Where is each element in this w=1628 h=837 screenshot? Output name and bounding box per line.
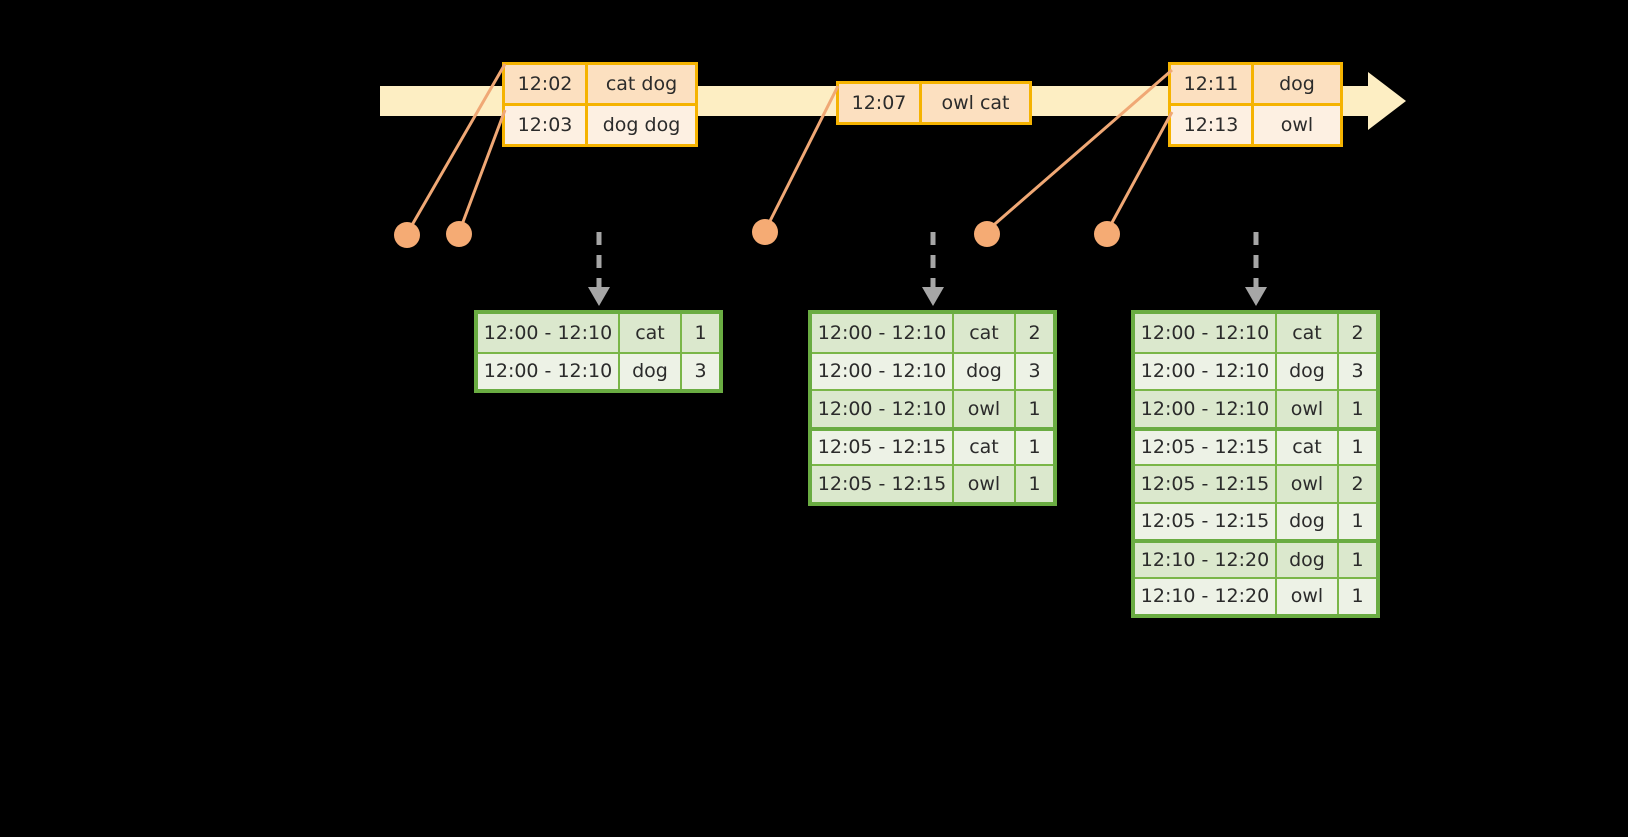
cell-window: 12:00 - 12:10 — [1135, 353, 1277, 389]
cell-window: 12:05 - 12:15 — [1135, 466, 1277, 502]
cell-count: 1 — [1016, 430, 1053, 464]
cell-window: 12:05 - 12:15 — [1135, 430, 1277, 464]
cell-window: 12:05 - 12:15 — [812, 466, 954, 502]
connector-line-2 — [458, 109, 507, 231]
cell-key: owl — [954, 391, 1016, 427]
connector-group — [394, 63, 1174, 248]
cell-window: 12:10 - 12:20 — [1135, 578, 1277, 614]
cell-window: 12:00 - 12:10 — [1135, 391, 1277, 427]
cell-key: dog — [1277, 543, 1339, 577]
cell-key: dog — [954, 353, 1016, 389]
event-row: 12:07 owl cat — [839, 84, 1029, 122]
cell-key: dog — [1277, 353, 1339, 389]
cell-key: owl — [954, 466, 1016, 502]
cell-count: 1 — [1339, 430, 1376, 464]
cell-count: 2 — [1339, 314, 1376, 352]
cell-window: 12:05 - 12:15 — [1135, 503, 1277, 539]
event-box-3: 12:11 dog 12:13 owl — [1168, 62, 1343, 147]
event-value: owl cat — [922, 84, 1029, 122]
cell-count: 3 — [1339, 353, 1376, 389]
connector-dot-2 — [446, 221, 472, 247]
event-row: 12:03 dog dog — [505, 103, 695, 144]
event-value: owl — [1254, 106, 1340, 144]
event-box-1: 12:02 cat dog 12:03 dog dog — [502, 62, 698, 147]
event-time: 12:13 — [1171, 106, 1254, 144]
connector-line-5 — [1106, 111, 1174, 231]
connector-dot-5 — [1094, 221, 1120, 247]
cell-count: 3 — [682, 353, 719, 389]
cell-key: dog — [1277, 503, 1339, 539]
event-row: 12:13 owl — [1171, 103, 1340, 144]
event-value: cat dog — [588, 65, 695, 103]
cell-window: 12:05 - 12:15 — [812, 430, 954, 464]
cell-key: cat — [620, 314, 682, 352]
connector-dot-3 — [752, 219, 778, 245]
cell-window: 12:00 - 12:10 — [478, 314, 620, 352]
dashed-arrow-icon-1 — [588, 232, 610, 306]
connector-dot-1 — [394, 222, 420, 248]
cell-window: 12:00 - 12:10 — [812, 391, 954, 427]
event-value: dog — [1254, 65, 1340, 103]
cell-key: cat — [1277, 430, 1339, 464]
cell-window: 12:10 - 12:20 — [1135, 543, 1277, 577]
cell-count: 1 — [1339, 543, 1376, 577]
event-row: 12:11 dog — [1171, 65, 1340, 103]
event-time: 12:02 — [505, 65, 588, 103]
cell-count: 1 — [1339, 578, 1376, 614]
cell-key: owl — [1277, 466, 1339, 502]
cell-window: 12:00 - 12:10 — [478, 353, 620, 389]
cell-window: 12:00 - 12:10 — [812, 314, 954, 352]
cell-count: 3 — [1016, 353, 1053, 389]
cell-count: 1 — [1339, 503, 1376, 539]
connector-dot-4 — [974, 221, 1000, 247]
event-time: 12:11 — [1171, 65, 1254, 103]
cell-key: cat — [1277, 314, 1339, 352]
event-row: 12:02 cat dog — [505, 65, 695, 103]
cell-key: cat — [954, 314, 1016, 352]
event-value: dog dog — [588, 106, 695, 144]
cell-window: 12:00 - 12:10 — [812, 353, 954, 389]
cell-key: owl — [1277, 391, 1339, 427]
cell-count: 1 — [682, 314, 719, 352]
cell-window: 12:00 - 12:10 — [1135, 314, 1277, 352]
cell-key: dog — [620, 353, 682, 389]
timeline-arrow-head — [1368, 72, 1406, 130]
cell-key: owl — [1277, 578, 1339, 614]
event-time: 12:03 — [505, 106, 588, 144]
cell-count: 2 — [1339, 466, 1376, 502]
dashed-arrow-icon-3 — [1245, 232, 1267, 306]
dashed-arrow-icon-2 — [922, 232, 944, 306]
event-box-2: 12:07 owl cat — [836, 81, 1032, 125]
cell-count: 1 — [1016, 391, 1053, 427]
cell-key: cat — [954, 430, 1016, 464]
cell-count: 1 — [1016, 466, 1053, 502]
event-time: 12:07 — [839, 84, 922, 122]
cell-count: 1 — [1339, 391, 1376, 427]
cell-count: 2 — [1016, 314, 1053, 352]
